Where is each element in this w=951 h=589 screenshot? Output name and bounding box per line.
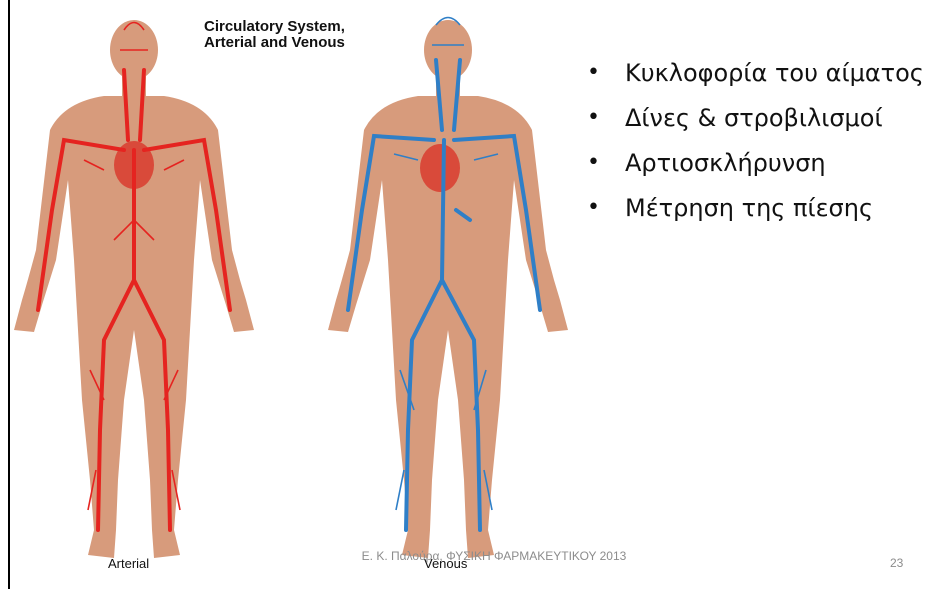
bullet-marker: •	[587, 191, 600, 225]
bullet-marker: •	[587, 56, 600, 90]
bullet-marker: •	[587, 146, 600, 180]
bullet-marker: •	[587, 101, 600, 135]
bullet-text: Μέτρηση της πίεσης	[625, 194, 873, 222]
bullet-text: Δίνες & στροβιλισμοί	[625, 104, 883, 132]
figure-title-line2: Arterial and Venous	[204, 35, 345, 51]
slide-footer: Ε. Κ. Παλούρα, ΦΥΣΙΚΗ ΦΑΡΜΑΚΕΥΤΙΚΟΥ 2013	[338, 548, 650, 564]
figure-title-line1: Circulatory System,	[204, 19, 345, 35]
bullet-item: • Δίνες & στροβιλισμοί	[585, 101, 945, 135]
bullet-item: • Κυκλοφορία του αίματος	[585, 56, 945, 90]
arterial-label: Arterial	[108, 556, 149, 571]
venous-figure	[328, 18, 568, 559]
arterial-figure	[14, 20, 254, 558]
slide-number: 23	[890, 556, 903, 570]
bullet-item: • Μέτρηση της πίεσης	[585, 191, 945, 225]
bullet-text: Κυκλοφορία του αίματος	[625, 59, 924, 87]
bullet-item: • Αρτιοσκλήρυνση	[585, 146, 945, 180]
circulatory-system-illustration	[0, 0, 570, 589]
bullet-list: • Κυκλοφορία του αίματος • Δίνες & στροβιλ…	[585, 56, 945, 236]
bullet-text: Αρτιοσκλήρυνση	[625, 149, 826, 177]
figure-title: Circulatory System, Arterial and Venous	[204, 19, 345, 51]
